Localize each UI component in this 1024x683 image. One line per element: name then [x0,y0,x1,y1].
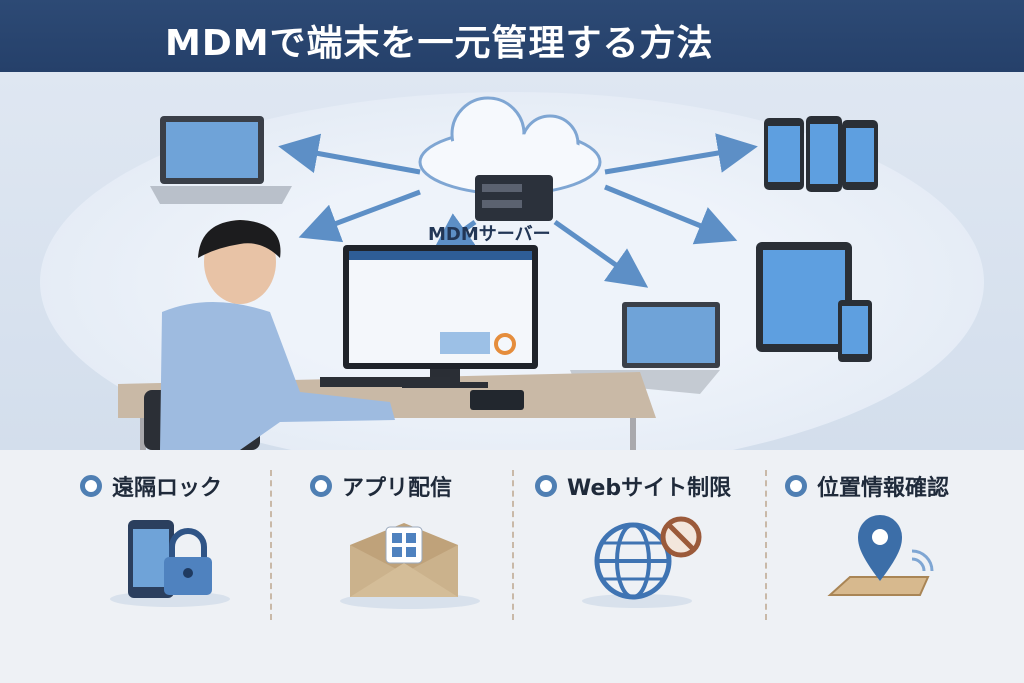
server-label: MDMサーバー [428,224,551,245]
globe-block-icon [582,516,702,608]
feature-label: Webサイト制限 [567,476,732,501]
feature-label: 位置情報確認 [817,476,950,501]
feature-location-check: 位置情報確認 [765,470,1005,640]
divider [270,470,272,620]
keyboard [320,377,450,387]
mdm-scene: MDMサーバー [0,72,1024,472]
phone-lock-icon [110,520,230,607]
bullet-ring-icon [785,475,807,497]
monitor-icon [343,245,538,388]
feature-web-restriction: Webサイト制限 [515,470,755,640]
feature-label: 遠隔ロック [112,476,223,501]
bullet-ring-icon [80,475,102,497]
bullet-ring-icon [310,475,332,497]
scene-illustration [118,96,878,450]
feature-label: アプリ配信 [342,476,453,501]
feature-app-delivery: アプリ配信 [290,470,530,640]
divider [765,470,767,620]
divider [512,470,514,620]
smartphone-on-desk [470,390,524,410]
page-title: MDMで端末を一元管理する方法 [165,23,714,64]
cloud-icon [418,96,602,196]
location-pin-icon [827,515,934,596]
bullet-ring-icon [535,475,557,497]
person-figure [144,220,450,450]
feature-remote-lock: 遠隔ロック [60,470,300,640]
connection-arrows [278,133,758,288]
laptop-icon [150,116,292,204]
envelope-app-icon [340,523,480,609]
smartphones-icon [764,116,878,192]
server-icon [475,175,553,221]
tablet-icon [756,242,872,362]
header-banner: MDMで端末を一元管理する方法 [0,0,1024,72]
